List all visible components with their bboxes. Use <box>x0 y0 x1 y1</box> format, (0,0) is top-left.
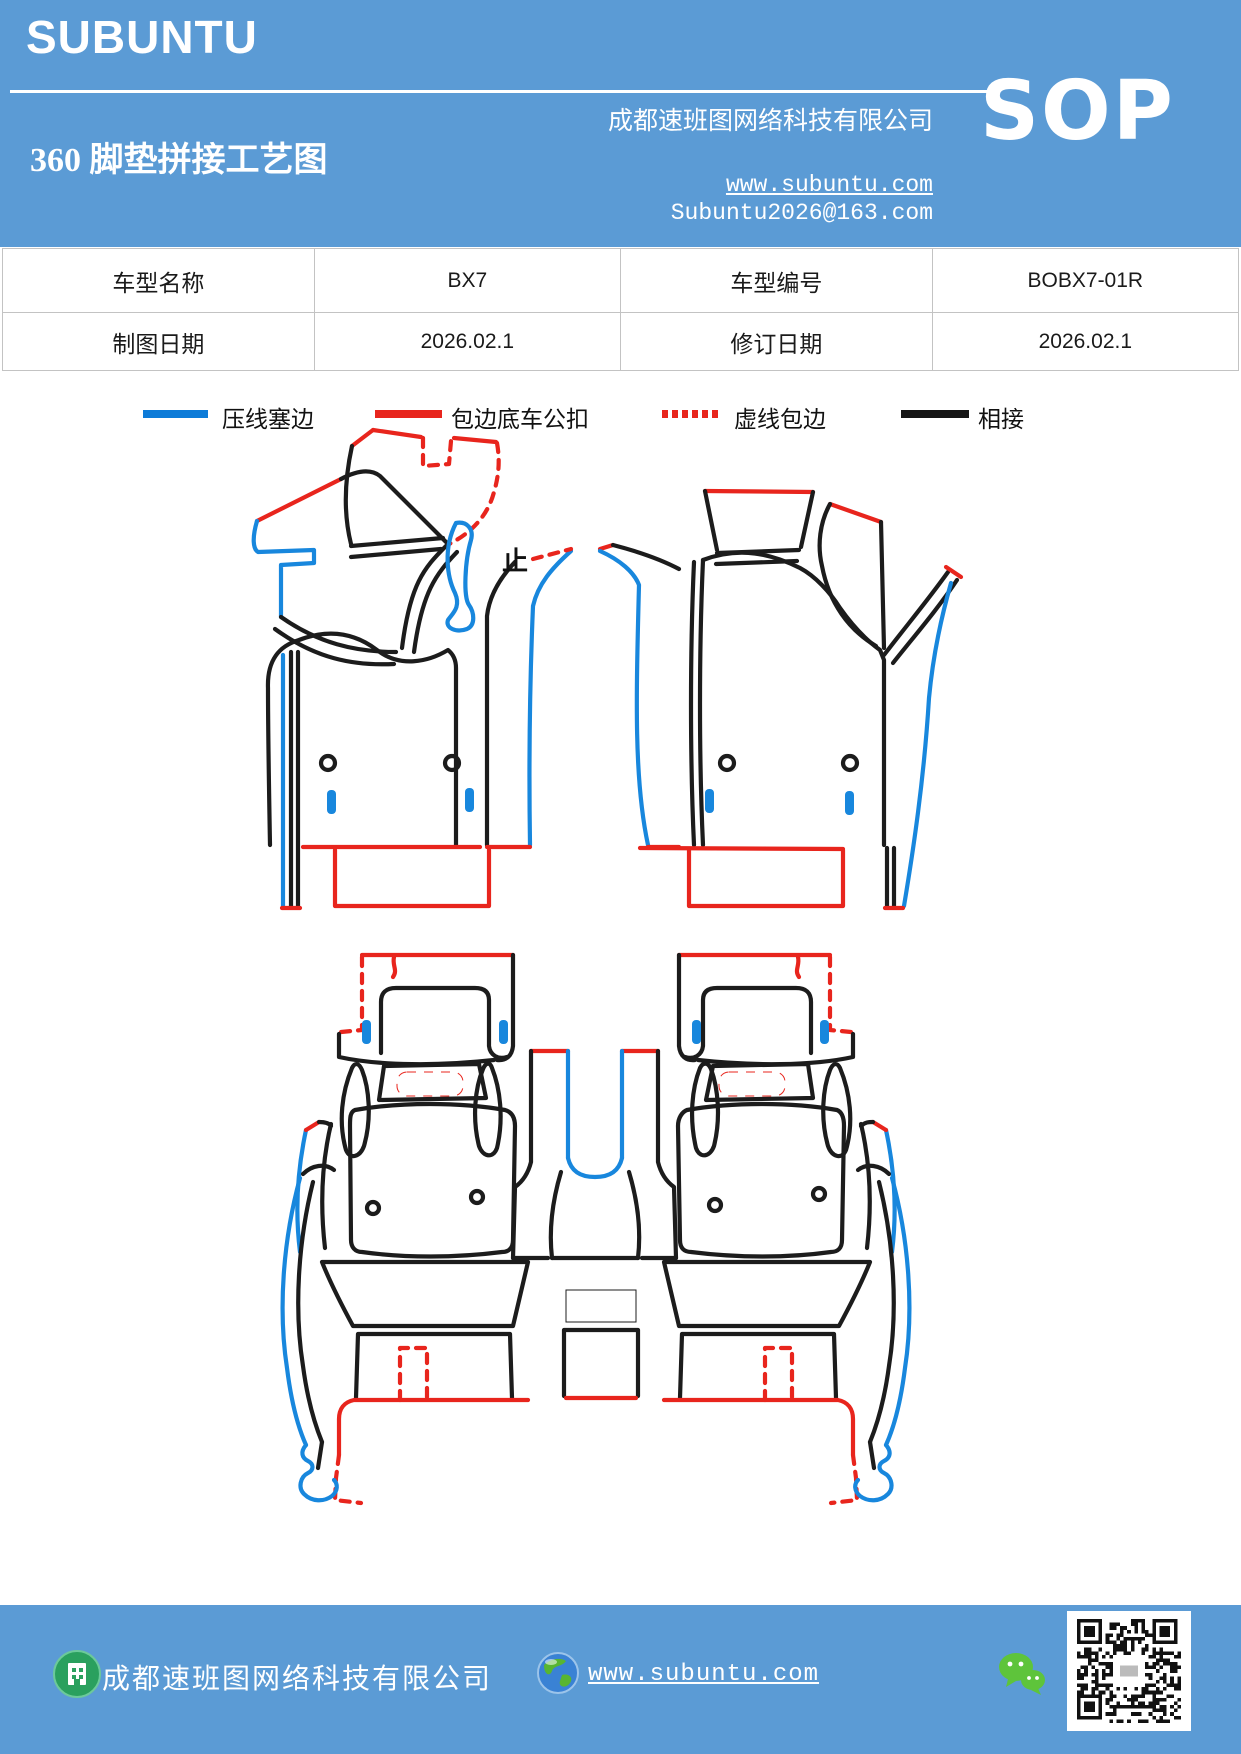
model-name-label: 车型名称 <box>2 248 315 313</box>
rear-center-tunnel <box>510 1048 679 1261</box>
page-title: 360 脚垫拼接工艺图 <box>30 142 328 179</box>
front-left-mat <box>251 427 501 911</box>
wechat-icon <box>999 1653 1045 1695</box>
qr-code-pattern <box>1077 1619 1181 1723</box>
legend-swatch-dashed-binding <box>662 410 722 418</box>
legend-swatch-joint <box>901 410 969 418</box>
rear-lower-trapezoids <box>319 1259 873 1329</box>
right-wing <box>855 1163 912 1448</box>
header-website-link[interactable]: www.subuntu.com <box>725 172 933 198</box>
footer-company-name: 成都速班图网络科技有限公司 <box>102 1664 493 1695</box>
header-divider <box>10 90 1000 93</box>
table-row: 车型名称 BX7 车型编号 BOBX7-01R <box>2 248 1240 313</box>
footer-website-link[interactable]: www.subuntu.com <box>588 1661 820 1688</box>
table-row: 制图日期 2026.02.1 修订日期 2026.02.1 <box>2 312 1240 371</box>
rear-bottom-right-piece <box>661 1331 860 1506</box>
footer-band: 成都速班图网络科技有限公司 www.subuntu.com <box>0 1605 1241 1754</box>
rear-left-seatback <box>336 952 516 1067</box>
left-wing <box>280 1163 337 1448</box>
right-foot <box>853 1439 894 1503</box>
line-legend: 压线塞边 包边底车公扣 虚线包边 相接 <box>0 400 1241 440</box>
front-center-strips: 止 <box>484 542 682 850</box>
rear-bottom-left-piece <box>332 1331 531 1506</box>
qr-code <box>1067 1611 1191 1731</box>
brand-logo: SUBUNTU <box>26 11 258 63</box>
company-building-icon <box>53 1650 101 1698</box>
draw-date-label: 制图日期 <box>2 312 315 371</box>
legend-label-press-edge: 压线塞边 <box>222 407 314 432</box>
rear-middle-blocks <box>561 1289 641 1401</box>
rear-left-seat <box>295 1061 518 1259</box>
draw-date-value: 2026.02.1 <box>313 312 621 371</box>
header-band: SUBUNTU 360 脚垫拼接工艺图 成都速班图网络科技有限公司 www.su… <box>0 0 1241 247</box>
legend-label-dashed-binding: 虚线包边 <box>734 407 826 432</box>
globe-icon <box>537 1652 579 1694</box>
vehicle-info-table: 车型名称 BX7 车型编号 BOBX7-01R 制图日期 2026.02.1 修… <box>2 248 1240 371</box>
model-name-value: BX7 <box>313 248 621 313</box>
revise-date-label: 修订日期 <box>619 312 933 371</box>
front-right-mat <box>637 488 964 911</box>
legend-label-joint: 相接 <box>978 407 1024 432</box>
model-code-value: BOBX7-01R <box>931 248 1240 313</box>
header-company-name: 成都速班图网络科技有限公司 <box>607 108 933 135</box>
header-email: Subuntu2026@163.com <box>670 200 933 226</box>
model-code-label: 车型编号 <box>619 248 933 313</box>
legend-label-binding: 包边底车公扣 <box>451 407 589 432</box>
sop-badge: SOP <box>980 64 1175 159</box>
left-foot <box>298 1439 339 1503</box>
legend-swatch-press-edge <box>143 410 208 418</box>
rear-right-seatback <box>676 952 856 1067</box>
legend-swatch-binding <box>375 410 442 418</box>
revise-date-value: 2026.02.1 <box>931 312 1240 371</box>
stop-annotation: 止 <box>502 547 528 576</box>
rear-right-seat <box>675 1061 897 1259</box>
